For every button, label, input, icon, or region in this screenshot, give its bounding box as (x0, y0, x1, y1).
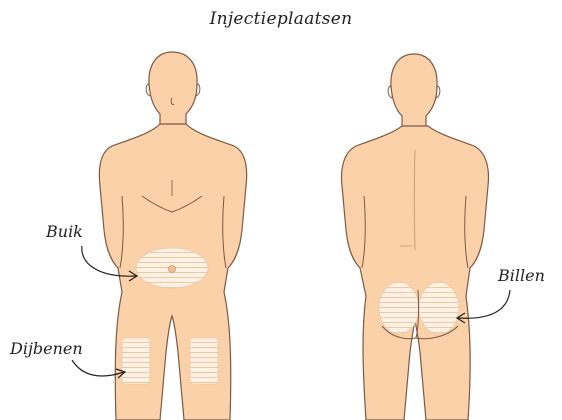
back-body (342, 126, 489, 420)
left-buttock-injection-zone (379, 282, 419, 334)
back-figure (342, 54, 489, 420)
buttocks-label: Billen (498, 266, 545, 285)
front-head (149, 52, 197, 126)
front-figure (99, 52, 246, 420)
back-head (391, 54, 437, 128)
diagram-title: Injectieplaatsen (0, 9, 562, 29)
right-thigh-injection-zone (190, 338, 218, 384)
left-thigh-injection-zone (122, 338, 150, 384)
abdomen-label: Buik (46, 222, 83, 241)
navel (169, 266, 176, 273)
right-buttock-injection-zone (419, 282, 459, 334)
thighs-label: Dijbenen (10, 339, 83, 358)
